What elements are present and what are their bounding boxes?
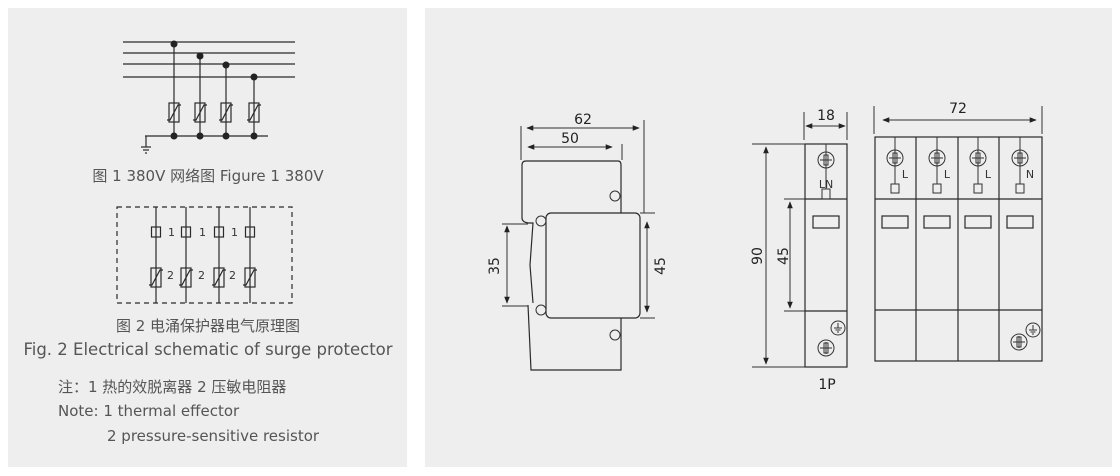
- note-cn: 注：1 热的效脱离器 2 压敏电阻器: [58, 378, 286, 396]
- screw-terminal-icon: [817, 339, 835, 357]
- junction-dot: [196, 52, 204, 60]
- terminal-label-ln: LN: [819, 178, 833, 191]
- indicator-window: [881, 215, 909, 229]
- thermal-effector-icon: [150, 226, 162, 238]
- varistor-icon: [248, 102, 260, 123]
- label-1c: 1: [231, 226, 238, 239]
- view-4p: [873, 106, 1043, 362]
- right-panel: [425, 8, 1112, 467]
- side-view: [502, 120, 655, 371]
- varistor-icon: [180, 267, 192, 288]
- dim-45-1p: 45: [776, 247, 792, 265]
- dim-50: 50: [561, 131, 579, 147]
- label-1b: 1: [199, 226, 206, 239]
- view-1p: [752, 112, 848, 368]
- figure2-caption-cn: 图 2 电涌保护器电气原理图: [116, 317, 300, 335]
- note-en-1: Note: 1 thermal effector: [58, 402, 240, 420]
- junction-dot: [222, 61, 230, 69]
- varistor-icon: [150, 267, 162, 288]
- label-2a: 2: [167, 269, 174, 282]
- terminal-label-2: L: [944, 168, 951, 181]
- note-en-2: 2 pressure-sensitive resistor: [107, 427, 320, 445]
- terminal-label-1: L: [902, 168, 909, 181]
- thermal-effector-icon: [244, 226, 256, 238]
- dim-45-side: 45: [653, 257, 669, 275]
- varistor-icon: [194, 102, 206, 123]
- screw-terminal-icon: [969, 149, 987, 167]
- terminal-block-icon: [973, 183, 983, 194]
- screw-terminal-icon: [928, 149, 946, 167]
- dim-90: 90: [750, 247, 766, 265]
- screw-terminal-icon: [1011, 149, 1029, 167]
- varistor-icon: [244, 267, 256, 288]
- terminal-block-icon: [890, 183, 900, 194]
- left-panel: [8, 8, 407, 467]
- screw-terminal-icon: [1010, 333, 1028, 351]
- varistor-icon: [213, 267, 225, 288]
- terminal-block-icon: [1015, 183, 1025, 194]
- junction-dot: [170, 40, 178, 48]
- thermal-effector-icon: [180, 226, 192, 238]
- varistor-icon: [168, 102, 180, 123]
- ground-icon: [141, 146, 151, 154]
- label-1a: 1: [168, 226, 175, 239]
- terminal-label-4: N: [1026, 168, 1034, 181]
- label-2b: 2: [198, 269, 205, 282]
- ground-terminal-icon: [1025, 322, 1041, 338]
- screw-terminal-icon: [817, 151, 835, 169]
- terminal-label-3: L: [985, 168, 992, 181]
- figure2-schematic: [116, 206, 293, 304]
- junction-dot: [250, 73, 258, 81]
- dim-62: 62: [574, 112, 592, 128]
- ground-terminal-icon: [830, 320, 846, 336]
- screw-terminal-icon: [886, 149, 904, 167]
- figure2-caption-en: Fig. 2 Electrical schematic of surge pro…: [23, 340, 392, 359]
- label-2c: 2: [229, 269, 236, 282]
- caption-1p: 1P: [818, 377, 835, 393]
- figure1-caption: 图 1 380V 网络图 Figure 1 380V: [92, 167, 324, 185]
- indicator-window: [964, 215, 992, 229]
- figure1-network-diagram: [123, 40, 295, 154]
- indicator-window: [1006, 215, 1034, 229]
- varistor-icon: [220, 102, 232, 123]
- indicator-window: [923, 215, 951, 229]
- thermal-effector-icon: [213, 226, 225, 238]
- dim-18: 18: [817, 108, 835, 124]
- dim-35: 35: [487, 257, 503, 275]
- terminal-block-icon: [932, 183, 942, 194]
- dim-72: 72: [949, 101, 967, 117]
